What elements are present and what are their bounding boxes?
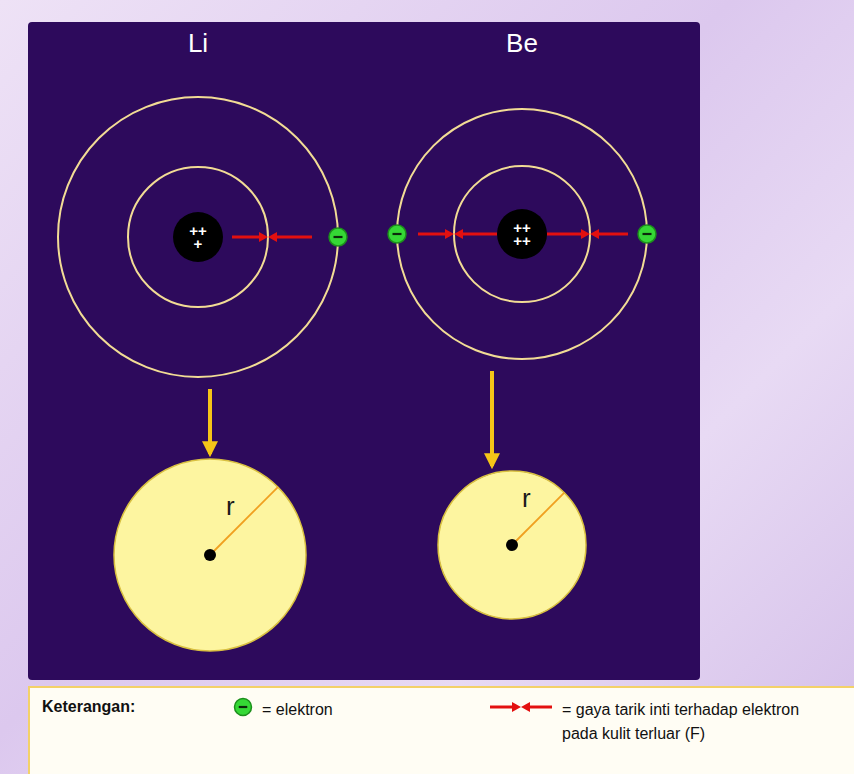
electron-minus: [334, 236, 343, 238]
electron: [329, 228, 347, 246]
proton-charges: ++ +: [185, 224, 211, 250]
down-arrow: [208, 389, 212, 454]
attraction-line: [232, 236, 262, 239]
attraction-line: [274, 236, 312, 239]
atom-size-circle: [114, 459, 306, 651]
center-dot: [204, 549, 216, 561]
attraction-line: [527, 706, 552, 709]
attraction-arrowhead: [259, 232, 268, 242]
radius-line: [210, 487, 278, 555]
radius-label: r: [522, 483, 531, 513]
down-arrow: [490, 371, 494, 466]
lithium-atom: Li ++ +: [56, 28, 340, 379]
electron-minus: [239, 706, 248, 708]
outer-shell: [397, 109, 647, 359]
attraction-line: [460, 233, 497, 236]
radius-circle-shape: [437, 470, 587, 620]
attraction-arrowhead: [268, 232, 277, 242]
inner-shell: [128, 167, 268, 307]
electron: [638, 225, 656, 243]
nucleus-circle: [497, 209, 547, 259]
legend-text: = elektron: [262, 698, 462, 722]
element-symbol: Li: [56, 28, 340, 58]
attraction-line: [547, 233, 584, 236]
legend-heading: Keterangan:: [42, 698, 135, 716]
center-dot: [506, 539, 518, 551]
attraction-line: [490, 706, 515, 709]
radius-line: [512, 493, 564, 545]
attraction-arrowhead: [581, 229, 590, 239]
beryllium-atom: Be ++ ++: [395, 28, 649, 361]
atom-radius-circle: r: [437, 470, 587, 620]
radius-label: r: [226, 491, 235, 521]
atom-radius-circle: r: [113, 458, 307, 652]
element-symbol: Be: [395, 28, 649, 58]
legend-box: Keterangan: = elektron = gaya tarik inti t…: [28, 686, 854, 774]
electron-minus: [643, 233, 652, 235]
attraction-arrowhead: [590, 229, 599, 239]
legend-text: = gaya tarik inti terhadap elektron pada…: [562, 698, 820, 746]
nucleus: ++ +: [173, 212, 223, 262]
atom-size-circle: [438, 471, 586, 619]
inner-shell: [454, 166, 590, 302]
attraction-arrowhead: [445, 229, 454, 239]
electron-minus: [393, 233, 402, 235]
attraction-arrowhead: [454, 229, 463, 239]
attraction-line: [418, 233, 448, 236]
attraction-line: [596, 233, 628, 236]
electron-sample: [232, 696, 254, 718]
nucleus: ++ ++: [497, 209, 547, 259]
attraction-arrowhead: [512, 702, 521, 712]
attraction-sample: [488, 696, 554, 718]
proton-charges: ++ ++: [509, 221, 535, 247]
electron: [235, 699, 252, 716]
dark-panel: [28, 22, 700, 680]
electron: [388, 225, 406, 243]
nucleus-circle: [173, 212, 223, 262]
outer-shell: [58, 97, 338, 377]
attraction-arrowhead: [521, 702, 530, 712]
radius-circle-shape: [113, 458, 307, 652]
